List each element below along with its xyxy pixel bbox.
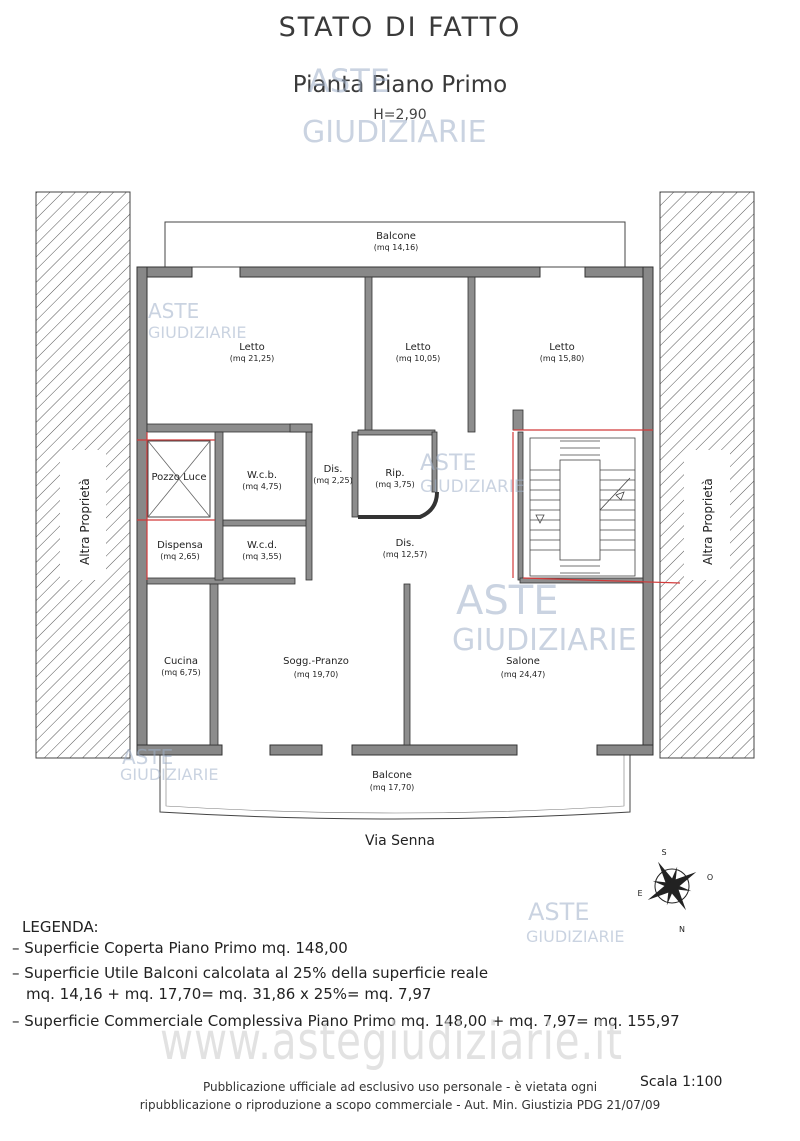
room-sogg-area: (mq 19,70) bbox=[294, 670, 339, 679]
room-letto3-area: (mq 15,80) bbox=[540, 354, 585, 363]
room-letto3-label: Letto bbox=[549, 342, 575, 353]
svg-text:ASTE: ASTE bbox=[122, 745, 173, 769]
room-rip-label: Rip. bbox=[385, 468, 404, 479]
plan-subtitle: Pianta Piano Primo bbox=[292, 72, 508, 98]
compass-n: N bbox=[679, 925, 685, 934]
scale-label: Scala 1:100 bbox=[640, 1074, 723, 1090]
svg-text:GIUDIZIARIE: GIUDIZIARIE bbox=[120, 765, 218, 784]
legend-line2a: – Superficie Utile Balconi calcolata al … bbox=[12, 964, 489, 982]
svg-text:ASTE: ASTE bbox=[308, 62, 390, 100]
footer-line2: ripubblicazione o riproduzione a scopo c… bbox=[139, 1098, 661, 1112]
svg-text:ASTE: ASTE bbox=[456, 578, 558, 624]
legend-line2b: mq. 14,16 + mq. 17,70= mq. 31,86 x 25%= … bbox=[26, 985, 432, 1003]
compass-rose-icon: N S E O bbox=[637, 848, 713, 934]
room-dispensa-area: (mq 2,65) bbox=[160, 552, 199, 561]
staircase bbox=[529, 437, 636, 577]
svg-text:GIUDIZIARIE: GIUDIZIARIE bbox=[148, 323, 246, 342]
legend-title: LEGENDA: bbox=[22, 918, 99, 936]
svg-text:GIUDIZIARIE: GIUDIZIARIE bbox=[302, 115, 487, 150]
room-balcone-bottom-area: (mq 17,70) bbox=[370, 783, 415, 792]
page-title: STATO DI FATTO bbox=[278, 12, 522, 43]
svg-text:ASTE: ASTE bbox=[420, 451, 476, 476]
room-balcone-top-label: Balcone bbox=[376, 231, 416, 242]
room-wcd-area: (mq 3,55) bbox=[242, 552, 281, 561]
room-salone-area: (mq 24,47) bbox=[501, 670, 546, 679]
compass-s: S bbox=[661, 848, 666, 857]
watermark-aste-logos: ASTE GIUDIZIARIE ASTE GIUDIZIARIE ASTE G… bbox=[120, 62, 637, 946]
room-dis1-area: (mq 2,25) bbox=[313, 476, 352, 485]
street-name: Via Senna bbox=[364, 833, 435, 849]
svg-text:GIUDIZIARIE: GIUDIZIARIE bbox=[452, 623, 637, 658]
footer-line1: Pubblicazione ufficiale ad esclusivo uso… bbox=[202, 1080, 598, 1094]
room-wcd-label: W.c.d. bbox=[247, 540, 277, 551]
room-dis1-label: Dis. bbox=[324, 464, 343, 475]
room-salone-label: Salone bbox=[506, 656, 540, 667]
room-dis2-area: (mq 12,57) bbox=[383, 550, 428, 559]
room-pozzo-label: Pozzo Luce bbox=[152, 472, 207, 483]
svg-text:ASTE: ASTE bbox=[148, 299, 199, 323]
balcony-bottom bbox=[159, 755, 631, 820]
room-wcb-label: W.c.b. bbox=[247, 470, 277, 481]
neighbor-right-label: Altra Proprietà bbox=[701, 478, 715, 565]
room-dis2-label: Dis. bbox=[396, 538, 415, 549]
compass-e: E bbox=[637, 889, 642, 898]
room-sogg-label: Sogg.-Pranzo bbox=[283, 656, 349, 667]
room-cucina-area: (mq 6,75) bbox=[161, 668, 200, 677]
room-cucina-label: Cucina bbox=[164, 656, 198, 667]
room-letto1-area: (mq 21,25) bbox=[230, 354, 275, 363]
footer-notice: Pubblicazione ufficiale ad esclusivo uso… bbox=[0, 1078, 800, 1114]
room-balcone-top-area: (mq 14,16) bbox=[374, 243, 419, 252]
legend-line1: – Superficie Coperta Piano Primo mq. 148… bbox=[12, 939, 348, 957]
room-letto2-area: (mq 10,05) bbox=[396, 354, 441, 363]
svg-text:GIUDIZIARIE: GIUDIZIARIE bbox=[420, 477, 525, 497]
svg-text:ASTE: ASTE bbox=[528, 898, 589, 926]
ceiling-height: H=2,90 bbox=[373, 107, 427, 123]
light-well bbox=[147, 440, 211, 518]
room-letto1-label: Letto bbox=[239, 342, 265, 353]
room-dispensa-label: Dispensa bbox=[157, 540, 203, 551]
neighbor-left-label: Altra Proprietà bbox=[78, 478, 92, 565]
legend-line3: – Superficie Commerciale Complessiva Pia… bbox=[12, 1012, 680, 1030]
room-rip-area: (mq 3,75) bbox=[375, 480, 414, 489]
room-wcb-area: (mq 4,75) bbox=[242, 482, 281, 491]
svg-text:GIUDIZIARIE: GIUDIZIARIE bbox=[526, 927, 624, 946]
compass-o: O bbox=[707, 873, 713, 882]
legend: LEGENDA: – Superficie Coperta Piano Prim… bbox=[12, 917, 680, 1032]
watermark-site: www.astegiudiziarie.it bbox=[160, 1012, 623, 1072]
room-letto2-label: Letto bbox=[405, 342, 431, 353]
room-balcone-bottom-label: Balcone bbox=[372, 770, 412, 781]
